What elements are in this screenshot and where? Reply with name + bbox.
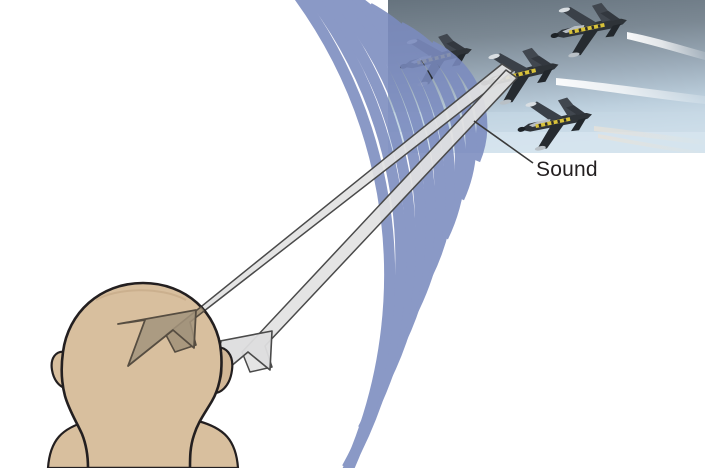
smoke-trail-lower <box>594 126 705 145</box>
wave-arc-10 <box>294 0 396 468</box>
smoke-trails <box>556 32 705 153</box>
smoke-trail-middle <box>556 78 705 104</box>
ray-arrowhead-in-head <box>117 309 197 367</box>
smoke-trail-lower2 <box>598 134 705 153</box>
wave-arc-9 <box>307 0 407 468</box>
ray-into-head-overlay <box>117 283 222 367</box>
head-highlight <box>95 289 187 301</box>
smoke-trail-upper <box>627 32 705 60</box>
sound-label: Sound <box>536 158 598 181</box>
sound-leader-line <box>473 120 534 164</box>
